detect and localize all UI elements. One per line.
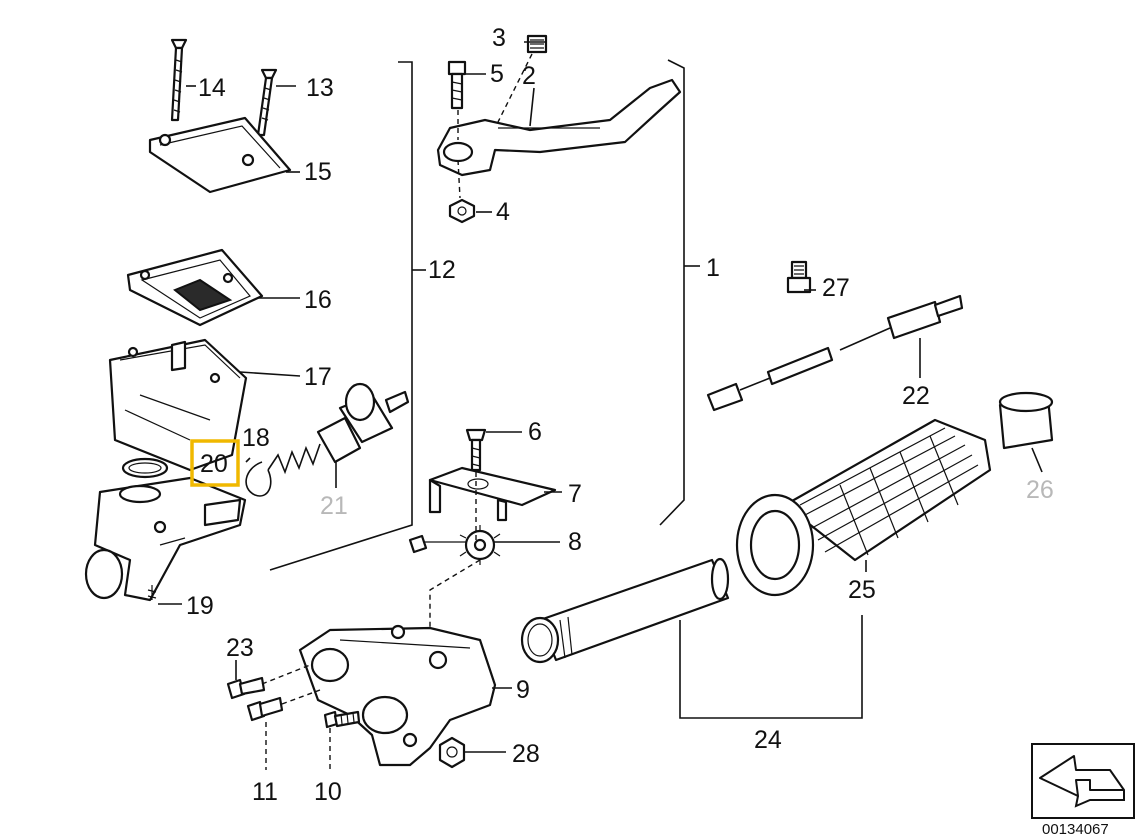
screw-10 xyxy=(323,710,361,770)
cover-plate-15 xyxy=(148,116,292,194)
screw-27 xyxy=(786,260,812,294)
label-5[interactable]: 5 xyxy=(490,60,504,88)
label-13[interactable]: 13 xyxy=(306,74,334,102)
label-11[interactable]: 11 xyxy=(252,778,278,806)
screw-23 xyxy=(226,664,311,700)
label-26[interactable]: 26 xyxy=(1026,476,1054,504)
reservoir-17 xyxy=(108,338,248,472)
label-28[interactable]: 28 xyxy=(512,740,540,768)
label-20[interactable]: 20 xyxy=(200,450,228,478)
label-27[interactable]: 27 xyxy=(822,274,850,302)
label-24[interactable]: 24 xyxy=(754,726,782,754)
ratchet-8 xyxy=(408,525,501,565)
grip-25 xyxy=(735,418,992,597)
label-15[interactable]: 15 xyxy=(304,158,332,186)
nut-4 xyxy=(448,198,476,224)
label-12[interactable]: 12 xyxy=(428,256,456,284)
label-4[interactable]: 4 xyxy=(496,198,510,226)
nut-28 xyxy=(438,736,466,769)
bracket-1 xyxy=(659,59,700,526)
screw-6 xyxy=(465,428,487,472)
label-23[interactable]: 23 xyxy=(226,634,254,662)
label-9[interactable]: 9 xyxy=(516,676,530,704)
doc-id: 00134067 xyxy=(1042,821,1109,838)
label-2[interactable]: 2 xyxy=(522,62,536,90)
lever-pivot-dash xyxy=(457,53,533,199)
lever-2 xyxy=(436,78,682,177)
label-21[interactable]: 21 xyxy=(320,492,348,520)
label-7[interactable]: 7 xyxy=(568,480,582,508)
label-19[interactable]: 19 xyxy=(186,592,214,620)
label-16[interactable]: 16 xyxy=(304,286,332,314)
screw-11 xyxy=(246,689,321,770)
leader-lines xyxy=(158,41,1043,753)
bracket-7 xyxy=(428,466,557,522)
pin-19 xyxy=(147,585,157,600)
label-8[interactable]: 8 xyxy=(568,528,582,556)
back-arrow-icon[interactable] xyxy=(1031,743,1135,819)
o-ring-20 xyxy=(121,457,169,479)
cable-22 xyxy=(706,294,964,412)
bracket-24 xyxy=(679,615,863,719)
circlip-18 xyxy=(245,461,272,497)
end-cap-26 xyxy=(998,391,1054,450)
label-3[interactable]: 3 xyxy=(492,24,506,52)
housing-9 xyxy=(298,624,497,767)
label-18[interactable]: 18 xyxy=(242,424,270,452)
highlight-box-20 xyxy=(190,439,240,487)
throttle-tube-24 xyxy=(520,557,730,664)
screw-3 xyxy=(526,34,548,54)
labels: 1 2 3 4 5 6 7 8 9 10 11 12 13 14 15 16 1… xyxy=(186,24,1054,806)
label-25[interactable]: 25 xyxy=(848,576,876,604)
label-6[interactable]: 6 xyxy=(528,418,542,446)
switch-dash xyxy=(429,472,481,650)
screw-5 xyxy=(447,60,467,110)
screw-14 xyxy=(170,38,188,122)
screw-13 xyxy=(256,68,278,137)
label-10[interactable]: 10 xyxy=(314,778,342,806)
spring-piston-21 xyxy=(267,382,410,475)
diaphragm-16 xyxy=(126,248,264,327)
label-14[interactable]: 14 xyxy=(198,74,226,102)
master-cylinder-body xyxy=(84,476,247,602)
label-17[interactable]: 17 xyxy=(304,363,332,391)
label-22[interactable]: 22 xyxy=(902,382,930,410)
bracket-12 xyxy=(269,61,426,571)
label-1[interactable]: 1 xyxy=(706,254,720,282)
